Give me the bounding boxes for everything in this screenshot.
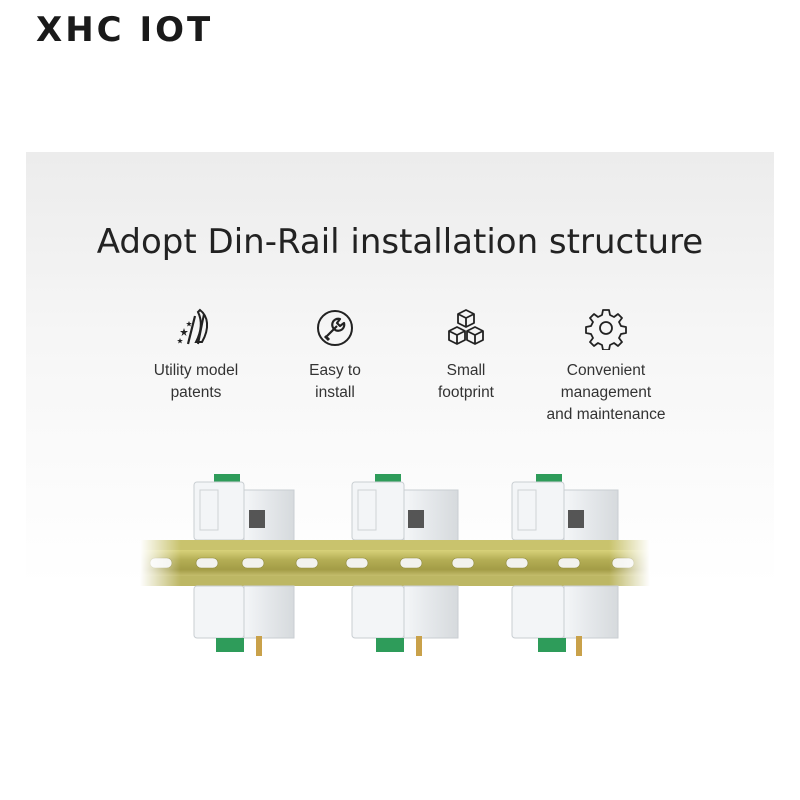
feature-utility-patents: Utility model patents [121, 306, 271, 404]
feature-small-footprint: Small footprint [391, 306, 541, 404]
patent-medal-icon [177, 308, 208, 345]
din-rail [140, 540, 650, 586]
gear-icon [585, 309, 627, 350]
module-3-lower [511, 585, 619, 656]
module-2-lower [351, 585, 459, 656]
wrench-circle-icon [317, 310, 353, 346]
feature-label: Convenient management and maintenance [546, 362, 666, 423]
module-1 [193, 474, 295, 543]
stacked-cubes-icon [448, 309, 484, 345]
feature-label: Small footprint [437, 362, 494, 401]
feature-easy-install: Easy to install [260, 306, 410, 404]
module-2 [351, 474, 459, 543]
feature-label: Utility model patents [153, 362, 239, 401]
feature-maintenance: Convenient management and maintenance [531, 306, 681, 426]
page-title: Adopt Din-Rail installation structure [96, 222, 704, 262]
module-3 [511, 474, 619, 543]
brand-logo: XHC IOT [36, 10, 214, 50]
din-rail-product-image [140, 474, 650, 656]
feature-panel [26, 152, 774, 772]
feature-label: Easy to install [309, 362, 361, 401]
module-1-lower [193, 585, 295, 656]
